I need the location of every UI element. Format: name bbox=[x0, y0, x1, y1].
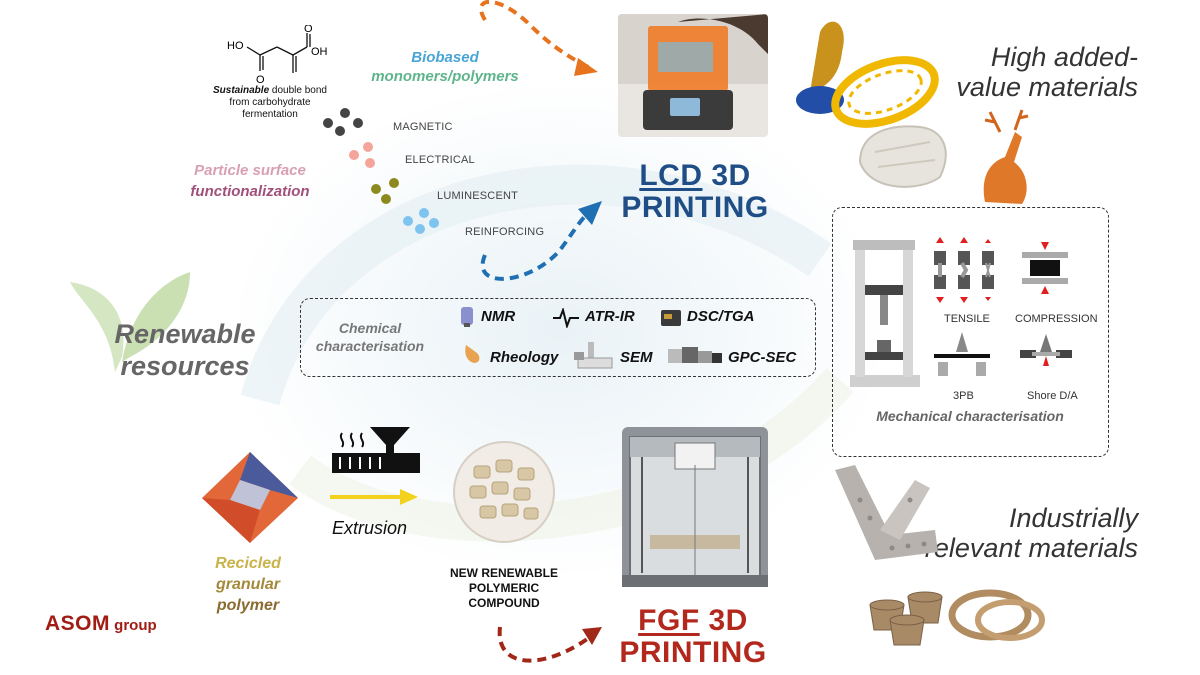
industrial-line1: Industrially bbox=[1008, 503, 1138, 533]
test-3pb: 3PB bbox=[953, 390, 974, 402]
mechanical-title: Mechanical characterisation bbox=[876, 408, 1064, 424]
prop-luminescent: LUMINESCENT bbox=[437, 190, 519, 202]
mechanical-characterisation-box bbox=[832, 207, 1109, 457]
industrial-title: Industrially relevant materials bbox=[900, 503, 1138, 563]
universal-testing-machine-image bbox=[850, 240, 920, 387]
chemical-title-line1: Chemical bbox=[338, 320, 402, 336]
molecule-o2: O bbox=[304, 25, 313, 35]
leaf-icon bbox=[70, 272, 190, 372]
test-shore: Shore D/A bbox=[1027, 390, 1078, 402]
renewable-resources-title: Renewable resources bbox=[95, 318, 275, 382]
nmr-icon bbox=[461, 307, 473, 327]
itaconic-acid-structure: HO OH O O bbox=[227, 25, 328, 86]
high-value-title: High added- value materials bbox=[930, 42, 1138, 102]
technique-atr-ir: ATR-IR bbox=[585, 308, 635, 325]
renewable-line2: resources bbox=[120, 351, 250, 381]
luminescent-dots bbox=[371, 178, 399, 204]
arrow-compound-to-fgf bbox=[497, 626, 602, 663]
technique-sem: SEM bbox=[620, 349, 653, 366]
biobased-line2: monomers/polymers bbox=[371, 68, 519, 85]
caption-rest: double bond bbox=[269, 85, 327, 96]
particle-title-line2: functionalization bbox=[190, 183, 310, 200]
recycled-polymer-label: Recicled granular polymer bbox=[193, 553, 303, 616]
lcd-printed-objects bbox=[796, 21, 1029, 204]
compound-line3: COMPOUND bbox=[468, 596, 540, 610]
test-compression: COMPRESSION bbox=[1015, 313, 1098, 325]
polymer-compound-pellets-image bbox=[453, 441, 555, 543]
lcd-label: LCD bbox=[639, 159, 703, 192]
compound-line2: POLYMERIC bbox=[468, 581, 540, 595]
renewable-line1: Renewable bbox=[114, 319, 256, 349]
caption-line3: fermentation bbox=[242, 109, 298, 120]
lcd-printing-title: LCD 3D PRINTING bbox=[595, 160, 795, 224]
caption-bold: Sustainable bbox=[213, 85, 270, 96]
particle-title-line1: Particle surface bbox=[194, 162, 306, 179]
caption-line2: from carbohydrate bbox=[229, 97, 311, 108]
prop-magnetic: MAGNETIC bbox=[393, 121, 453, 133]
lattice-ring-image bbox=[831, 56, 939, 128]
biobased-line1: Biobased bbox=[411, 49, 479, 66]
tensile-test-icon bbox=[934, 237, 994, 303]
extrusion-arrow bbox=[330, 489, 418, 505]
chemical-title: Chemical characterisation bbox=[305, 319, 435, 355]
compound-label: NEW RENEWABLE POLYMERIC COMPOUND bbox=[436, 566, 572, 611]
shore-hardness-icon bbox=[1020, 334, 1072, 366]
technique-nmr: NMR bbox=[481, 308, 516, 325]
chemical-characterisation-box bbox=[300, 298, 816, 377]
technique-rheology: Rheology bbox=[490, 349, 559, 366]
arrow-particles-to-lcd bbox=[480, 201, 602, 281]
fgf-printing: PRINTING bbox=[619, 636, 767, 669]
fgf-label: FGF bbox=[638, 604, 700, 637]
arrow-biobased-to-lcd bbox=[479, 0, 598, 76]
technique-dsc-tga: DSC/TGA bbox=[687, 308, 755, 325]
lcd-printer-image bbox=[618, 14, 768, 137]
molecule-caption: Sustainable double bond from carbohydrat… bbox=[205, 85, 335, 121]
extrusion-label: Extrusion bbox=[332, 518, 408, 538]
fgf-printing-title: FGF 3D PRINTING bbox=[593, 605, 793, 669]
particle-title: Particle surface functionalization bbox=[175, 160, 325, 202]
prop-electrical: ELECTRICAL bbox=[405, 154, 475, 166]
recycled-line1: Recicled bbox=[215, 555, 281, 572]
lcd-printing: PRINTING bbox=[621, 191, 769, 224]
technique-gpc-sec: GPC-SEC bbox=[728, 349, 797, 366]
prop-reinforcing: REINFORCING bbox=[465, 226, 545, 238]
deer-sculpture-image bbox=[983, 109, 1029, 204]
fgf-3d: 3D bbox=[699, 604, 748, 637]
rheology-icon bbox=[465, 345, 480, 363]
molecule-ho: HO bbox=[227, 40, 244, 52]
molecule-oh: OH bbox=[311, 46, 328, 58]
chemical-title-line2: characterisation bbox=[315, 338, 425, 354]
biobased-label: Biobased monomers/polymers bbox=[365, 48, 525, 86]
fgf-printer-image bbox=[622, 427, 768, 587]
lcd-3d: 3D bbox=[702, 159, 751, 192]
three-point-bending-icon bbox=[934, 332, 990, 376]
recycled-granules-image bbox=[202, 452, 298, 543]
electrical-dots bbox=[349, 142, 375, 168]
gpc-sec-icon bbox=[668, 347, 722, 363]
asom-group-logo: ASOM group bbox=[45, 612, 157, 636]
logo-asom: ASOM bbox=[45, 612, 110, 635]
recycled-line2: granular bbox=[215, 576, 280, 593]
extruder-icon bbox=[332, 427, 420, 473]
particle-dots bbox=[323, 108, 439, 234]
atr-ir-icon bbox=[553, 308, 579, 328]
reinforcing-dots bbox=[403, 208, 439, 234]
molecule-o1: O bbox=[256, 74, 265, 86]
dsc-tga-icon bbox=[661, 310, 681, 326]
test-tensile: TENSILE bbox=[944, 313, 990, 325]
sem-icon bbox=[574, 342, 613, 369]
magnetic-dots bbox=[323, 108, 363, 136]
compound-line1: NEW RENEWABLE bbox=[450, 566, 558, 580]
logo-group: group bbox=[110, 617, 157, 634]
caps-and-rings-image bbox=[869, 589, 1045, 646]
lattice-bracket-image bbox=[835, 465, 938, 560]
recycled-line3: polymer bbox=[216, 597, 280, 614]
high-value-line1: High added- bbox=[990, 42, 1138, 72]
compression-test-icon bbox=[1022, 242, 1068, 294]
industrial-line2: relevant materials bbox=[924, 533, 1138, 563]
high-value-line2: value materials bbox=[956, 72, 1138, 102]
transparent-print-image bbox=[858, 125, 947, 188]
